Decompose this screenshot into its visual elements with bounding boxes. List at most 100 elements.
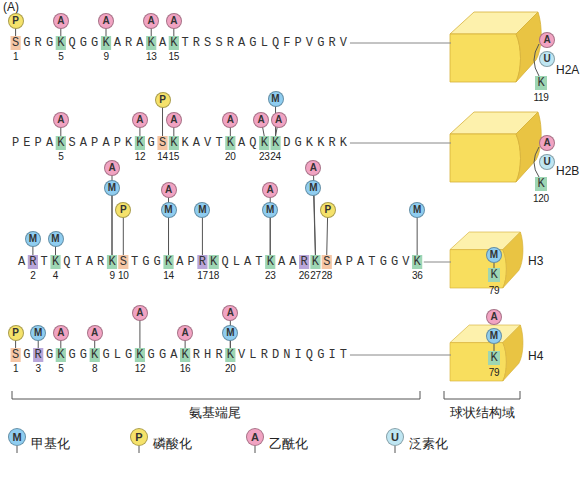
modification-circle: A	[143, 13, 159, 29]
modification-letter: A	[148, 15, 155, 26]
modification-letter: M	[309, 182, 317, 193]
modification-letter: M	[226, 327, 234, 338]
sequence-text: PEPAKSAPAPKKGSKKAVTKAQKKDGKKRK	[12, 136, 351, 150]
legend-swatch: U	[386, 428, 404, 446]
modification-circle: M	[268, 91, 284, 107]
residue-highlight	[535, 177, 547, 191]
modification-circle: A	[104, 160, 120, 176]
modification-letter: A	[136, 114, 143, 125]
residue-letter: K	[537, 177, 544, 191]
modification-letter: A	[490, 311, 497, 322]
residue-number: 4	[53, 270, 58, 281]
modification-letter: A	[267, 184, 274, 195]
chain-line	[350, 43, 451, 44]
residue-number: 20	[225, 151, 236, 162]
modification-letter: A	[181, 327, 188, 338]
residue-number: 8	[92, 363, 97, 374]
legend-swatch: A	[246, 428, 264, 446]
modification-circle: A	[305, 160, 321, 176]
residue-number: 10	[118, 270, 129, 281]
modification-circle: M	[161, 202, 177, 218]
modification-letter: A	[227, 114, 234, 125]
modification-circle: P	[115, 202, 131, 218]
modification-circle: M	[48, 231, 64, 247]
modification-circle: A	[271, 112, 287, 128]
leader-line	[12, 44, 539, 453]
modification-circle: A	[53, 13, 69, 29]
histone-label: H2A	[556, 63, 579, 77]
modification-letter: U	[543, 156, 550, 167]
residue-number: 3	[36, 363, 41, 374]
modification-letter: A	[165, 184, 172, 195]
modification-circle: A	[539, 135, 555, 151]
modification-circle: M	[305, 180, 321, 196]
modification-circle: A	[98, 13, 114, 29]
stem-line	[112, 188, 113, 255]
sequence-text: ARTKQTARKSTGGKAPRKQLATKAARKSAPATGGVK	[18, 255, 425, 269]
modification-circle: M	[262, 202, 278, 218]
legend-letter: P	[131, 429, 147, 445]
modification-circle: A	[53, 325, 69, 341]
modification-circle: P	[8, 13, 24, 29]
residue-number: 26	[299, 270, 310, 281]
residue-number: 14	[163, 270, 174, 281]
modification-letter: A	[275, 114, 282, 125]
residue-highlights	[11, 36, 548, 365]
residue-number: 119	[533, 92, 548, 103]
modification-circle: A	[486, 309, 502, 325]
modification-circle: A	[253, 112, 269, 128]
residue-number: 12	[135, 363, 146, 374]
modification-letter: M	[490, 330, 498, 341]
modification-circle: A	[222, 112, 238, 128]
residue-number: 5	[58, 363, 63, 374]
modification-circle: A	[87, 325, 103, 341]
modification-letter: P	[159, 94, 166, 105]
residue-number: 5	[58, 51, 63, 62]
histone-label: H3	[528, 254, 543, 268]
modification-circle: M	[194, 202, 210, 218]
modification-circle: M	[104, 180, 120, 196]
globular-domain	[450, 12, 541, 381]
residue-number: 16	[180, 363, 191, 374]
modification-circle: M	[486, 247, 502, 263]
modification-letter: A	[543, 137, 550, 148]
modification-letter: P	[120, 204, 127, 215]
residue-letter: K	[490, 268, 497, 282]
modification-letter: A	[108, 162, 115, 173]
legend-text: 甲基化	[31, 436, 70, 452]
residue-number: 120	[533, 193, 549, 204]
residue-number: 1	[13, 363, 18, 374]
residue-number: 9	[103, 51, 108, 62]
modification-circle: A	[166, 13, 182, 29]
modification-letter: A	[91, 327, 98, 338]
modification-circle: A	[539, 32, 555, 48]
residue-highlight	[488, 268, 500, 282]
residue-highlight	[488, 351, 500, 365]
modification-circle: P	[155, 92, 171, 108]
residue-number: 15	[169, 151, 180, 162]
modification-letter: A	[310, 162, 317, 173]
sequence-text: SGRGKQGGKARAKAKTRSSRAGLQFPVGRV	[12, 36, 351, 50]
chain-line	[424, 262, 451, 263]
legend-text: 泛素化	[409, 436, 448, 452]
legend-text: 磷酸化	[153, 436, 192, 452]
modification-circle: M	[486, 328, 502, 344]
modification-circle: M	[409, 202, 425, 218]
histone-label: (A)	[3, 0, 19, 14]
modification-circle: M	[30, 325, 46, 341]
legend-swatch: M	[8, 428, 26, 446]
residue-number: 15	[169, 51, 180, 62]
residue-number: 79	[489, 285, 500, 296]
modification-letter: M	[198, 204, 206, 215]
histone-label: H4	[528, 349, 543, 363]
modification-circle: A	[132, 305, 148, 321]
modification-circle: P	[8, 325, 24, 341]
modification-circle: A	[132, 112, 148, 128]
residue-number: 9	[109, 270, 114, 281]
modification-letter: A	[57, 327, 64, 338]
stems	[16, 21, 451, 355]
residue-number: 14	[157, 151, 168, 162]
modification-letter: M	[51, 233, 59, 244]
residue-number: 28	[321, 270, 332, 281]
